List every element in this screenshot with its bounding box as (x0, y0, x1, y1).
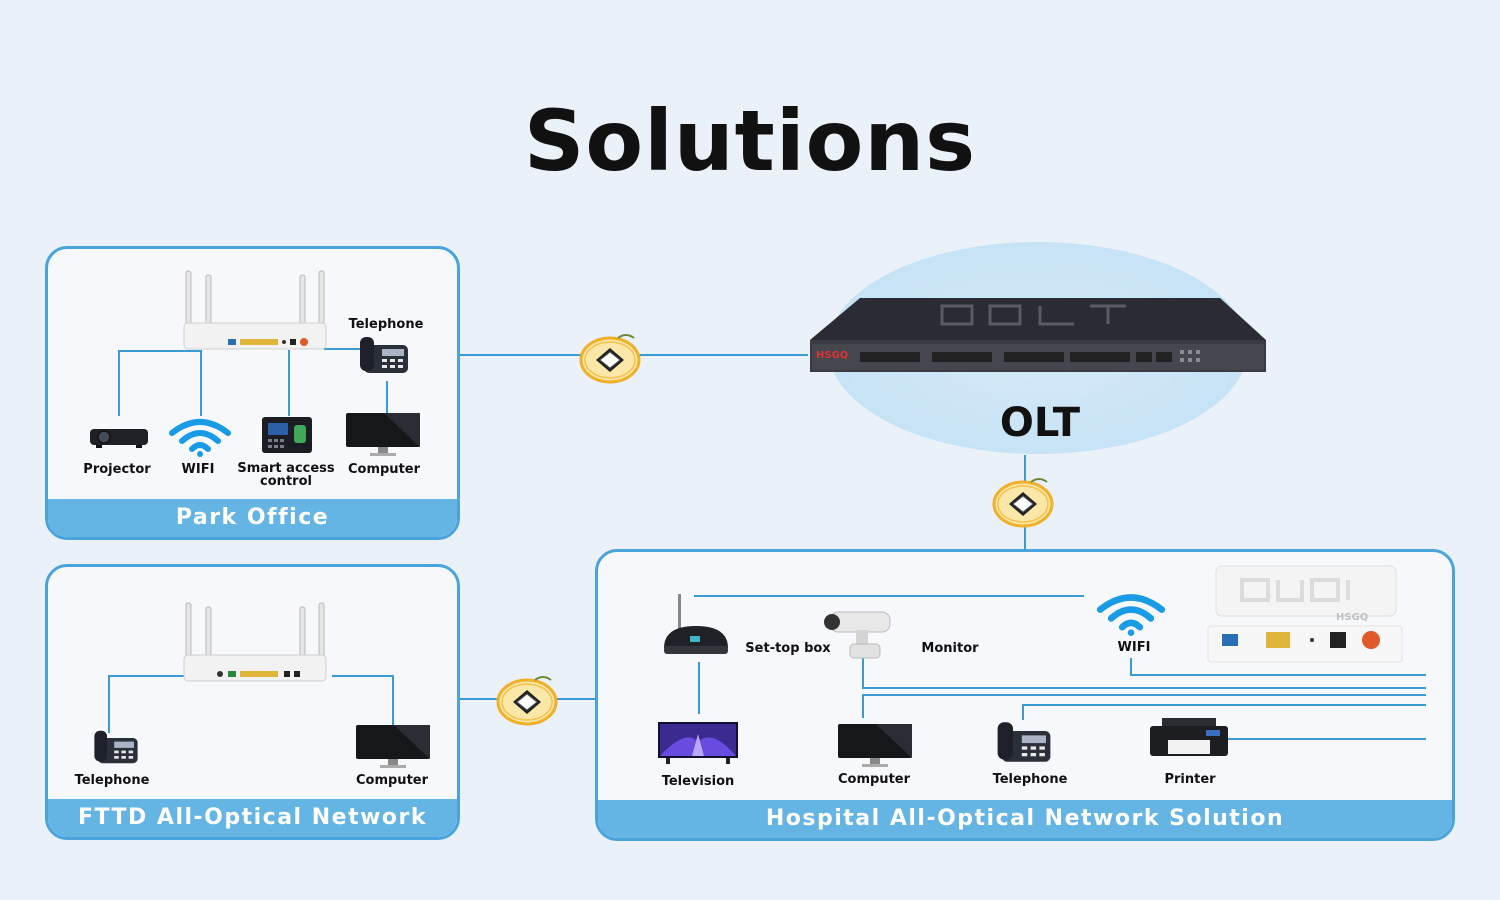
park-connector (386, 381, 388, 415)
hospital-title: Hospital All-Optical Network Solution (598, 800, 1452, 838)
park-wifi-label: WIFI (181, 462, 215, 477)
fttd-title: FTTD All-Optical Network (48, 799, 457, 837)
hospital-connector (862, 687, 1426, 689)
fttd-panel: Telephone Computer FTTD All-Optical Netw… (45, 564, 460, 840)
park-office-title: Park Office (48, 499, 457, 537)
onu-router-icon (183, 270, 327, 350)
hospital-telephone-label: Telephone (992, 772, 1068, 787)
computer-icon (346, 413, 420, 456)
fttd-telephone-label: Telephone (74, 773, 150, 788)
hospital-connector (1022, 704, 1426, 706)
hospital-connector (1022, 704, 1024, 720)
computer-icon (356, 725, 430, 768)
hospital-connector (862, 694, 864, 718)
hospital-connector (1130, 674, 1426, 676)
hospital-printer-label: Printer (1164, 772, 1216, 787)
telephone-icon (360, 337, 408, 373)
fttd-connector (332, 675, 394, 677)
onu-router-icon (183, 602, 327, 682)
hospital-connector (862, 694, 1426, 696)
olt-device-icon: HSGQ (810, 298, 1266, 372)
hospital-connector (862, 657, 864, 687)
access-control-icon (262, 417, 312, 453)
hospital-connector (1218, 738, 1426, 740)
hospital-monitor-label: Monitor (921, 641, 979, 656)
olt-label: OLT (999, 400, 1081, 446)
svg-text:HSGQ: HSGQ (1336, 612, 1368, 623)
fttd-connector (392, 675, 394, 725)
telephone-icon (94, 730, 138, 764)
hospital-settop-label: Set-top box (745, 641, 831, 656)
hospital-connector (1130, 658, 1132, 674)
park-connector (324, 348, 364, 350)
svg-text:HSGQ: HSGQ (816, 350, 848, 361)
onu-box-icon: HSGQ (1207, 565, 1403, 663)
park-connector (288, 350, 290, 416)
park-computer-label: Computer (347, 462, 421, 477)
park-connector (200, 350, 202, 416)
hospital-connector (694, 595, 1084, 597)
hospital-wifi-label: WIFI (1117, 640, 1151, 655)
fiber-coil-icon (992, 478, 1054, 528)
wifi-icon (1096, 594, 1166, 636)
security-camera-icon (824, 611, 891, 659)
set-top-box-icon (664, 594, 728, 654)
computer-icon (838, 724, 912, 767)
fiber-coil-icon (496, 676, 558, 726)
projector-icon (90, 429, 148, 448)
park-smart-access-label: Smart access control (237, 461, 335, 489)
wifi-icon (169, 419, 231, 457)
hospital-connector (698, 662, 700, 714)
hospital-television-label: Television (661, 774, 735, 789)
hospital-panel: HSGQ Set-top box Monitor WIFI Tele (595, 549, 1455, 841)
park-connector (118, 350, 120, 416)
page-title: Solutions (523, 92, 977, 190)
fttd-connector (108, 675, 188, 677)
fiber-coil-icon (579, 334, 641, 384)
fttd-connector (108, 675, 110, 733)
telephone-icon (997, 722, 1051, 762)
park-projector-label: Projector (83, 462, 151, 477)
park-telephone-label: Telephone (348, 317, 424, 332)
fttd-computer-label: Computer (355, 773, 429, 788)
television-icon (658, 722, 738, 764)
park-connector (118, 350, 200, 352)
printer-icon (1150, 718, 1228, 756)
hospital-computer-label: Computer (837, 772, 911, 787)
park-office-panel: Telephone Projector WIFI Smart access co… (45, 246, 460, 540)
